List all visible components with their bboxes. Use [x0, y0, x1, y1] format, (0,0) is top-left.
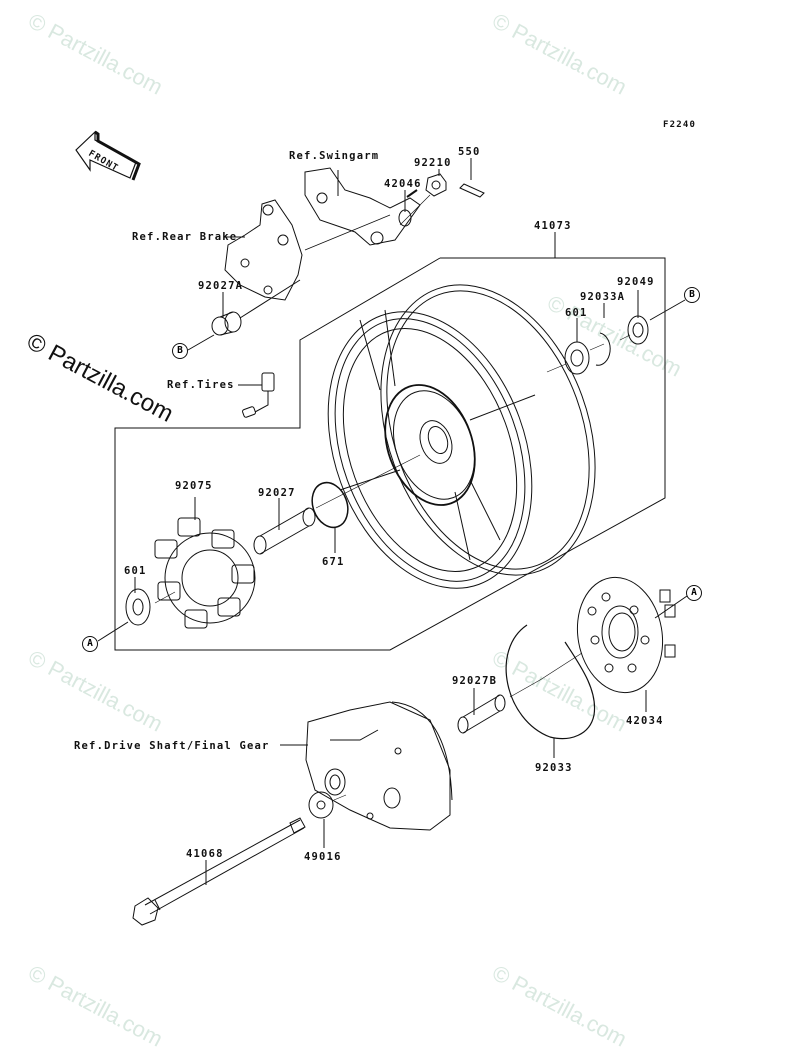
ref-swingarm-label[interactable]: Ref.Swingarm: [289, 150, 380, 162]
part-92033a-circlip: [595, 332, 611, 366]
figure-code: F2240: [663, 120, 697, 130]
part-number-label[interactable]: 49016: [304, 851, 342, 863]
assembly-boundary: [114, 257, 666, 651]
part-number-label[interactable]: 92027B: [452, 675, 498, 687]
part-number-label[interactable]: 601: [124, 565, 147, 577]
part-92027a-collar: [211, 311, 242, 336]
part-42034-hub: [576, 576, 676, 694]
part-number-label[interactable]: 671: [322, 556, 345, 568]
part-671-o-ring: [311, 481, 349, 529]
part-number-label[interactable]: 92027: [258, 487, 296, 499]
part-49016-washer: [308, 791, 334, 819]
connector-a-marker: A: [686, 585, 702, 601]
connector-b-marker: B: [172, 343, 188, 359]
part-42046-washer: [398, 209, 412, 227]
part-number-label[interactable]: 550: [458, 146, 481, 158]
part-number-label[interactable]: 601: [565, 307, 588, 319]
part-number-label[interactable]: 41073: [534, 220, 572, 232]
rear-brake-bracket: [224, 199, 303, 301]
part-601-bearing-left: [125, 588, 151, 626]
part-550-cotter-pin: [459, 183, 485, 198]
ref-tires-label[interactable]: Ref.Tires: [167, 379, 235, 391]
part-number-label[interactable]: 41068: [186, 848, 224, 860]
ref-rear-brake-label[interactable]: Ref.Rear Brake: [132, 231, 238, 243]
part-number-label[interactable]: 42034: [626, 715, 664, 727]
ref-drive-shaft-label[interactable]: Ref.Drive Shaft/Final Gear: [74, 740, 270, 752]
part-number-label[interactable]: 92049: [617, 276, 655, 288]
front-arrow-icon: [75, 130, 141, 181]
part-92210-nut: [425, 173, 447, 197]
part-number-label[interactable]: 92075: [175, 480, 213, 492]
part-number-label[interactable]: 92033: [535, 762, 573, 774]
connector-a-marker: A: [82, 636, 98, 652]
part-41068-axle: [132, 817, 306, 926]
assembly-boundary: [440, 232, 556, 259]
part-number-label[interactable]: 92027A: [198, 280, 244, 292]
tire-valve: [242, 372, 275, 418]
part-92075-damper: [154, 517, 256, 629]
part-number-label[interactable]: 92210: [414, 157, 452, 169]
final-gear-case: [305, 701, 453, 831]
part-92033-circlip: [505, 624, 596, 740]
wheel-41073: [327, 284, 596, 589]
part-92049-seal: [627, 315, 649, 345]
connector-b-marker: B: [684, 287, 700, 303]
part-92027-collar: [253, 507, 316, 555]
part-92027b-collar: [457, 694, 506, 734]
part-number-label[interactable]: 42046: [384, 178, 422, 190]
part-number-label[interactable]: 92033A: [580, 291, 626, 303]
part-601-bearing-right: [564, 341, 590, 375]
